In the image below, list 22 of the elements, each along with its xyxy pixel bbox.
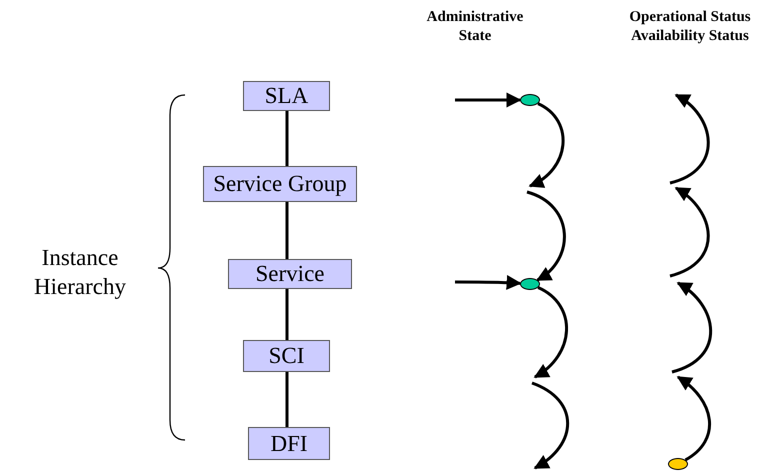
hierarchy-box: SCI (243, 340, 330, 372)
arrow (676, 376, 711, 462)
hierarchy-box: Service (228, 259, 352, 289)
column-heading: Administrative State (426, 8, 524, 46)
arrow (455, 92, 522, 108)
arrow (455, 275, 522, 290)
arrow (526, 190, 566, 282)
column-heading: Operational Status (628, 8, 752, 27)
connector-line (286, 372, 288, 427)
hierarchy-box: Service Group (203, 166, 357, 202)
state-dot (668, 458, 688, 470)
hierarchy-box: DFI (248, 427, 330, 460)
hierarchy-box: SLA (243, 81, 330, 111)
state-dot (520, 94, 540, 106)
arrow (534, 286, 568, 378)
column-heading: Availability Status (630, 27, 750, 46)
group-label: Instance Hierarchy (33, 244, 127, 301)
state-dot (520, 278, 540, 290)
arrow (528, 102, 564, 188)
connector-line (286, 111, 288, 166)
connector-line (286, 289, 288, 340)
connector-line (286, 202, 288, 259)
